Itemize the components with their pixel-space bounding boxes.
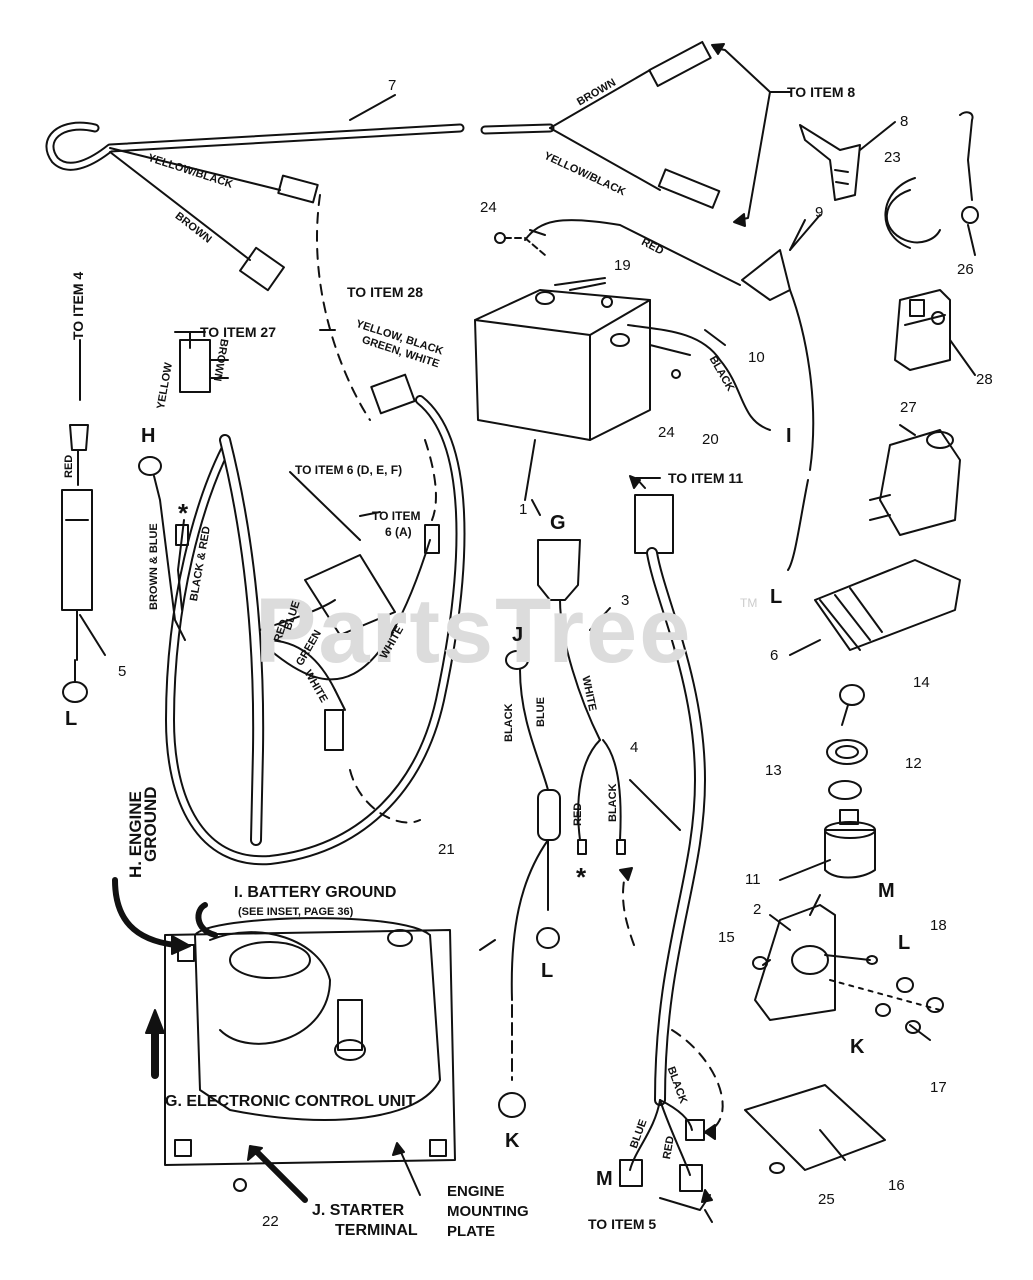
part-number-26: 26: [957, 261, 974, 278]
switch-item-28: [894, 289, 976, 376]
letter-k-left: K: [505, 1130, 520, 1152]
to-item-8-arrow-top: [713, 47, 771, 93]
callout-to-item-11: TO ITEM 11: [668, 470, 744, 486]
wire-black-j: BLACK: [503, 703, 515, 743]
letter-m-right: M: [878, 880, 895, 902]
label-engine-plate-1: ENGINE: [447, 1183, 505, 1200]
part-number-5: 5: [118, 663, 127, 680]
letter-l-center: L: [541, 960, 554, 982]
part-number-17: 17: [930, 1079, 947, 1096]
callout-to-item-27: TO ITEM 27: [200, 324, 276, 340]
letter-k-right: K: [850, 1036, 865, 1058]
part-number-7: 7: [388, 77, 397, 94]
switch-item-27: [869, 424, 961, 536]
part-number-20: 20: [702, 431, 719, 448]
battery-item-1: [474, 289, 651, 501]
lead-item-3: [537, 539, 626, 855]
wire-brown-blue: BROWN & BLUE: [148, 523, 160, 610]
bracket-item-2: [754, 904, 878, 1021]
label-h-engine-ground-2: GROUND: [141, 786, 160, 862]
callout-to-item-28: TO ITEM 28: [347, 284, 423, 300]
fuse-holder-item-5: [61, 424, 93, 703]
bracket-item-8: [799, 121, 896, 201]
wire-black-item-3: BLACK: [607, 783, 619, 823]
part-number-28: 28: [976, 371, 993, 388]
part-number-16: 16: [888, 1177, 905, 1194]
label-g-ecu: G. ELECTRONIC CONTROL UNIT: [165, 1093, 416, 1110]
part-number-23: 23: [884, 149, 901, 166]
wire-red-item-4: RED: [63, 454, 75, 478]
label-j-starter-1: J. STARTER: [312, 1202, 405, 1219]
part-number-18: 18: [930, 917, 947, 934]
label-j-starter-2: TERMINAL: [335, 1222, 418, 1239]
part-number-11: 11: [745, 871, 761, 888]
part-number-6: 6: [770, 647, 779, 664]
part-number-21: 21: [438, 841, 455, 858]
part-number-24-top: 24: [480, 199, 497, 216]
label-engine-plate-3: PLATE: [447, 1223, 496, 1240]
part-number-25: 25: [818, 1191, 835, 1208]
part-number-15: 15: [718, 929, 735, 946]
letter-i: I: [786, 425, 792, 447]
red-cable: [524, 219, 741, 286]
callout-to-item-6-def: TO ITEM 6 (D, E, F): [295, 463, 403, 477]
item-6-connector-box: [304, 554, 396, 636]
callout-to-item-6-a-line2: 6 (A): [385, 525, 412, 539]
part-number-22: 22: [262, 1213, 279, 1230]
ignition-parts: [824, 684, 876, 879]
part-number-8: 8: [900, 113, 909, 130]
letter-j: J: [512, 624, 524, 646]
letter-l-bracket: L: [898, 932, 911, 954]
callout-to-item-5: TO ITEM 5: [588, 1216, 657, 1232]
part-number-3: 3: [621, 592, 630, 609]
part-number-9: 9: [815, 204, 824, 221]
letter-l-right: L: [770, 586, 783, 608]
harness-item-21: [165, 339, 466, 866]
callout-to-item-4: TO ITEM 4: [70, 271, 86, 340]
fuse-item-26: [959, 111, 979, 256]
letter-l-left: L: [65, 708, 78, 730]
wire-red-item-3: RED: [572, 802, 584, 826]
harness-item-7: [45, 40, 721, 292]
letter-g: G: [550, 512, 566, 534]
letter-h: H: [141, 425, 156, 447]
wire-blue-j: BLUE: [535, 697, 547, 727]
trademark-mark: TM: [740, 596, 758, 610]
part-number-10: 10: [748, 349, 765, 366]
callout-to-item-6-a-line1: TO ITEM: [372, 509, 421, 523]
part-number-2: 2: [753, 901, 762, 918]
part-number-4: 4: [630, 739, 639, 756]
letter-m-left: M: [596, 1168, 613, 1190]
part-number-1: 1: [519, 501, 528, 518]
label-engine-plate-2: MOUNTING: [447, 1203, 529, 1220]
connector-item-6: [789, 559, 961, 656]
part-number-19: 19: [614, 257, 631, 274]
gasket-item-16: [744, 1084, 886, 1171]
asterisk-2: *: [576, 862, 587, 892]
part-number-24-bottom: 24: [658, 424, 675, 441]
lead-j-k: [498, 650, 561, 1118]
label-i-battery-ground: I. BATTERY GROUND: [234, 884, 397, 901]
engine-outline: [164, 917, 456, 1192]
clip-item-23: [884, 177, 941, 249]
part-number-13: 13: [765, 762, 782, 779]
part-number-12: 12: [905, 755, 922, 772]
partstree-watermark: PartsTree: [255, 580, 693, 682]
callout-to-item-8: TO ITEM 8: [787, 84, 856, 100]
asterisk-1: *: [178, 498, 189, 528]
part-number-27: 27: [900, 399, 917, 416]
connector-item-10: [741, 249, 791, 301]
label-see-inset: (SEE INSET, PAGE 36): [238, 906, 354, 918]
harness-item-4: [619, 494, 724, 1192]
part-number-14: 14: [913, 674, 930, 691]
